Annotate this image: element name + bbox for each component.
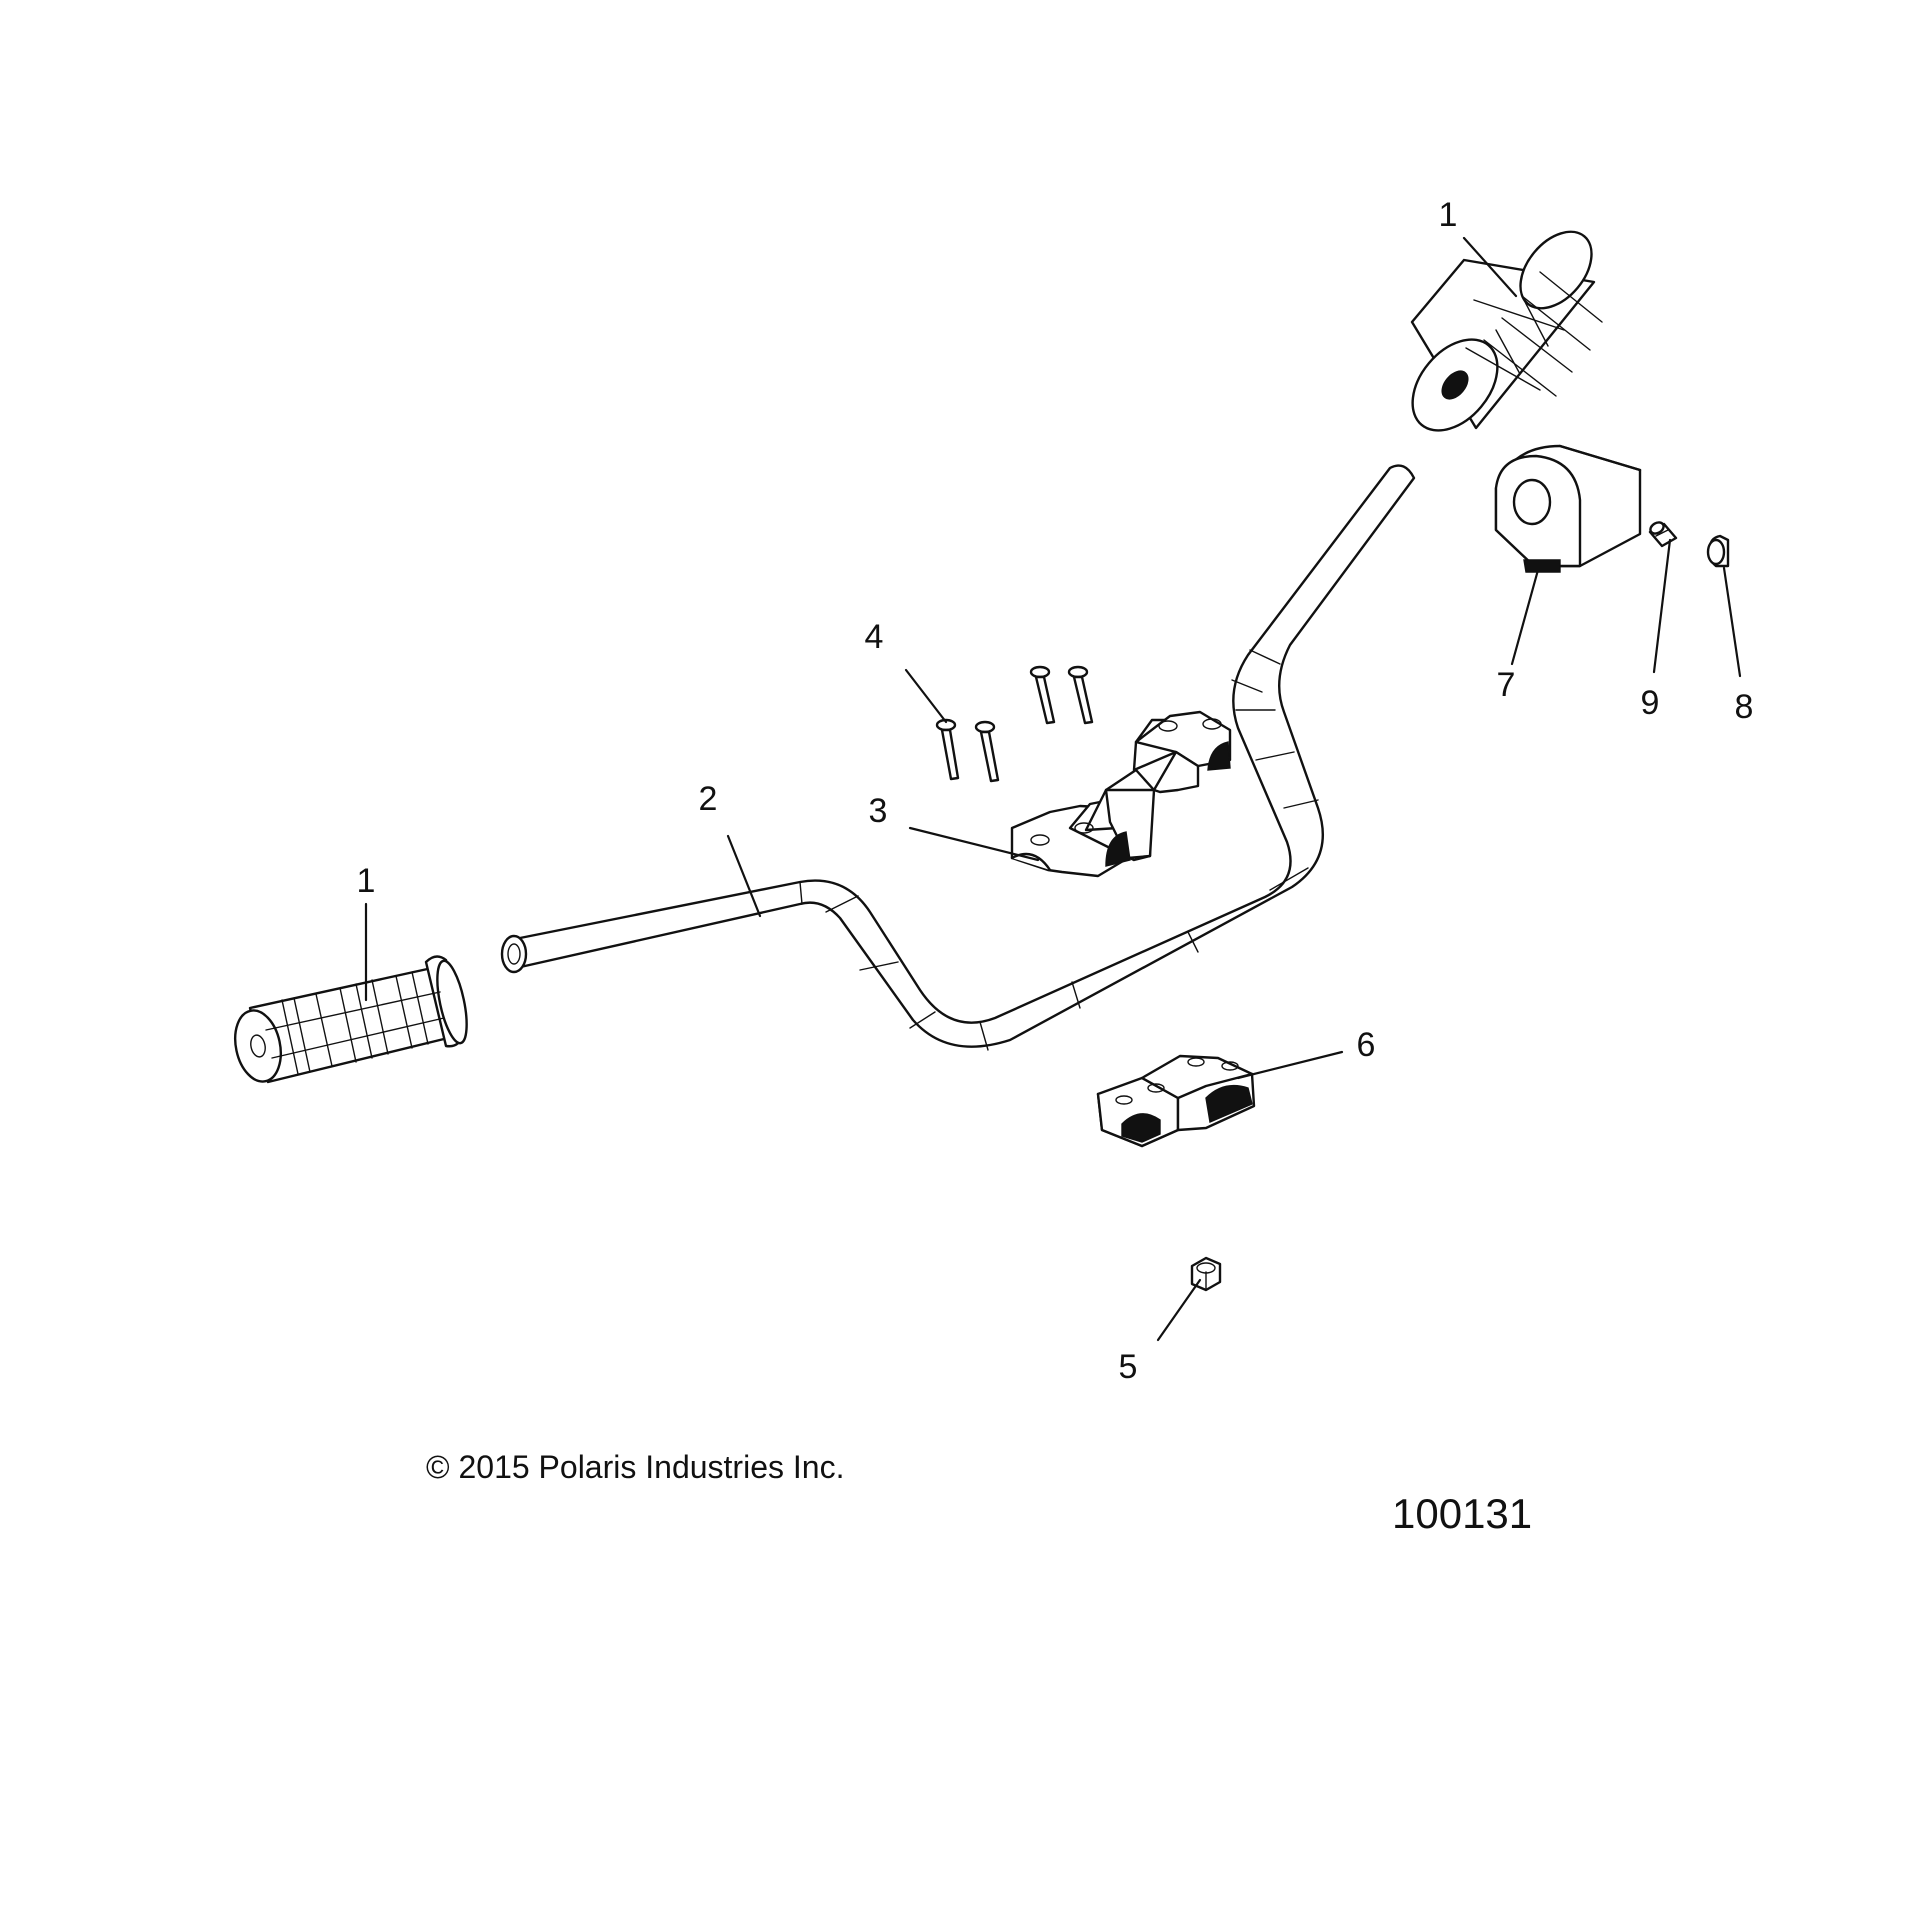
screw-2 xyxy=(974,720,1000,783)
end-cap xyxy=(1706,534,1730,568)
callout-9: 9 xyxy=(1641,684,1660,722)
figure-number: 100131 xyxy=(1392,1490,1532,1537)
clamp-screws xyxy=(935,665,1094,783)
switch-housing xyxy=(1494,444,1642,573)
leader-5 xyxy=(1156,1278,1202,1342)
leader-8 xyxy=(1722,566,1742,678)
lower-clamp xyxy=(1096,1054,1256,1148)
callout-5: 5 xyxy=(1119,1348,1138,1386)
leader-1-right xyxy=(1462,236,1518,298)
callout-1-right: 1 xyxy=(1439,196,1458,234)
callouts: 1 1 2 3 4 5 6 7 8 9 xyxy=(357,196,1754,1386)
callout-3: 3 xyxy=(869,792,888,830)
leader-9 xyxy=(1652,538,1672,674)
upper-clamp xyxy=(1010,710,1232,878)
handlebar xyxy=(500,464,1416,1051)
left-grip xyxy=(234,955,468,1084)
callout-7: 7 xyxy=(1497,666,1516,704)
screw-1 xyxy=(935,718,960,781)
right-grip xyxy=(1410,230,1603,432)
leader-4 xyxy=(904,668,948,724)
callout-6: 6 xyxy=(1357,1026,1376,1064)
screw-4 xyxy=(1067,665,1094,725)
screw-3 xyxy=(1029,665,1056,725)
leader-2 xyxy=(726,834,762,918)
leader-6 xyxy=(1236,1050,1344,1080)
callout-8: 8 xyxy=(1735,688,1754,726)
copyright-notice: © 2015 Polaris Industries Inc. xyxy=(426,1449,844,1485)
set-screw xyxy=(1648,521,1678,548)
leader-3 xyxy=(908,826,1040,862)
leader-lines xyxy=(364,236,1742,1342)
callout-2: 2 xyxy=(699,780,718,818)
callout-4: 4 xyxy=(865,618,884,656)
leader-7 xyxy=(1510,568,1540,666)
callout-1-left: 1 xyxy=(357,862,376,900)
